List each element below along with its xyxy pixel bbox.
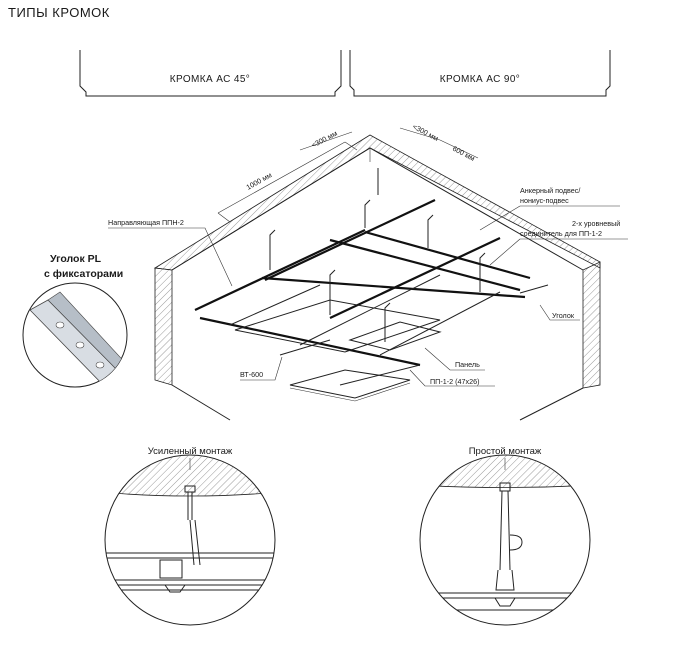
label-napravl: Направляющая ППН-2 [108, 218, 184, 227]
corner-profile-line2: с фиксаторами [44, 268, 123, 280]
label-soed-2: соединитель для ПП-1-2 [520, 229, 602, 238]
dim-300-a: <300 мм [310, 129, 339, 150]
section-simple-title: Простой монтаж [469, 446, 542, 457]
section-simple: Простой монтаж [419, 446, 591, 626]
section-reinforced: Усиленный монтаж [104, 446, 276, 626]
edge-label-90: КРОМКА АС 90° [440, 74, 520, 85]
edge-profile-45: КРОМКА АС 45° [79, 50, 342, 97]
edge-label-45: КРОМКА АС 45° [170, 74, 250, 85]
suspension-grid [194, 199, 549, 402]
label-bt: ВТ-600 [240, 370, 263, 379]
dim-1000: 1000 мм [245, 170, 274, 191]
edge-profile-90: КРОМКА АС 90° [349, 50, 611, 97]
hangers [269, 168, 486, 342]
corner-profile-detail: Уголок PL с фиксаторами [22, 253, 128, 388]
label-ugolok: Уголок [552, 311, 575, 320]
label-ankerny-2: нониус-подвес [520, 196, 569, 205]
page-title: ТИПЫ КРОМОК [8, 5, 110, 20]
label-panel: Панель [455, 360, 480, 369]
label-ankerny-1: Анкерный подвес/ [520, 186, 580, 195]
label-pp: ПП-1-2 (47x26) [430, 377, 479, 386]
section-reinforced-title: Усиленный монтаж [148, 446, 233, 457]
label-soed-1: 2-х уровневый [572, 219, 620, 228]
corner-profile-line1: Уголок PL [50, 253, 102, 265]
dim-600: 600 мм [451, 144, 476, 163]
room-walls [153, 134, 601, 421]
callouts: Направляющая ППН-2 Анкерный подвес/ нони… [108, 186, 628, 387]
